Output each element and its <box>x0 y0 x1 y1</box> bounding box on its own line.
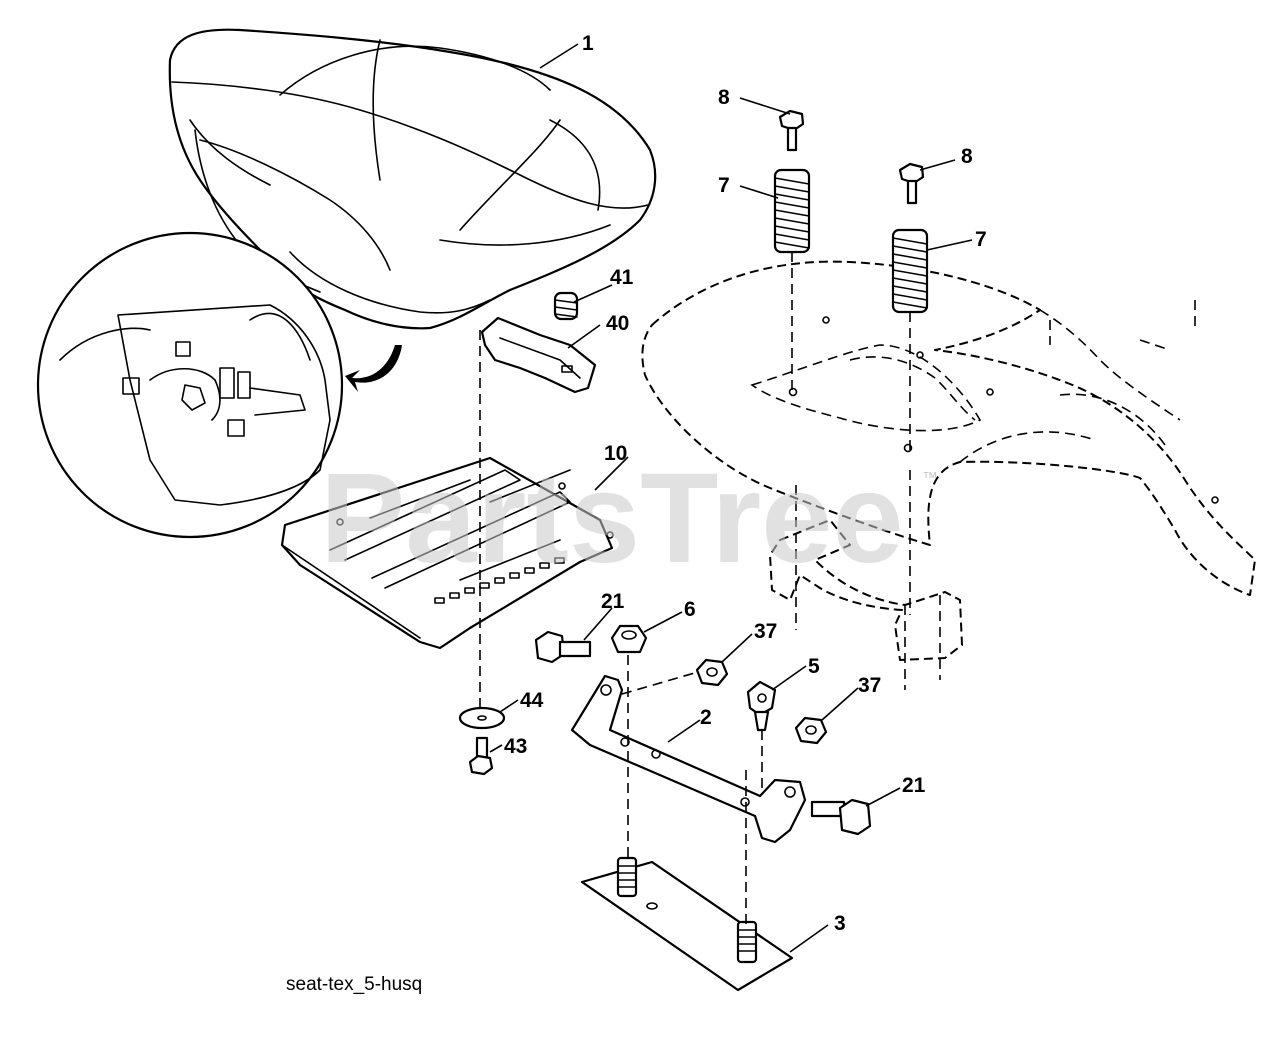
bracket-2 <box>570 674 807 844</box>
seat-pan <box>280 456 614 650</box>
nut-37-upper <box>695 658 729 687</box>
callout-8-left: 8 <box>718 86 730 109</box>
fender-bracket-outline <box>769 485 963 690</box>
spring-41 <box>553 291 579 321</box>
assembly-line-nut-37 <box>621 671 699 695</box>
callout-44: 44 <box>520 689 544 712</box>
spring-right <box>891 228 929 314</box>
nut-6 <box>610 624 648 654</box>
callout-41: 41 <box>610 266 634 289</box>
callout-40: 40 <box>606 312 629 335</box>
callout-8-right: 8 <box>961 145 973 168</box>
callout-7-left: 7 <box>718 174 730 197</box>
clip-5 <box>746 680 777 732</box>
callout-3: 3 <box>834 912 846 935</box>
seat-pan-slots <box>434 557 565 604</box>
spring-left <box>773 168 811 254</box>
callout-37-upper: 37 <box>754 620 777 643</box>
callout-2: 2 <box>700 706 712 729</box>
switch-bracket-40 <box>480 316 597 394</box>
callout-5: 5 <box>808 655 820 678</box>
bolt-21-left <box>534 630 592 664</box>
bolt-21-right <box>810 798 872 836</box>
callout-21-right: 21 <box>902 774 926 797</box>
callout-37-lower: 37 <box>858 674 881 697</box>
watermark-trademark: ™ <box>922 470 938 487</box>
washer-44 <box>458 706 506 730</box>
callout-43: 43 <box>504 735 527 758</box>
bolt-8-left <box>778 109 805 152</box>
diagram-caption: seat-tex_5-husq <box>286 974 422 995</box>
watermark-text: PartsTree <box>320 447 904 590</box>
bolt-43 <box>468 736 494 776</box>
callout-21-left: 21 <box>601 590 625 613</box>
bolt-8-right <box>898 162 925 205</box>
nut-37-lower <box>794 716 828 745</box>
callout-7-right: 7 <box>975 228 987 251</box>
callout-10: 10 <box>604 442 627 465</box>
fender-outline <box>641 260 1256 596</box>
detail-arrow <box>345 345 402 392</box>
leader-lines <box>489 43 973 953</box>
callout-6: 6 <box>684 598 696 621</box>
plate-3 <box>580 856 794 992</box>
detail-inset <box>36 231 344 539</box>
callout-1: 1 <box>582 32 594 55</box>
